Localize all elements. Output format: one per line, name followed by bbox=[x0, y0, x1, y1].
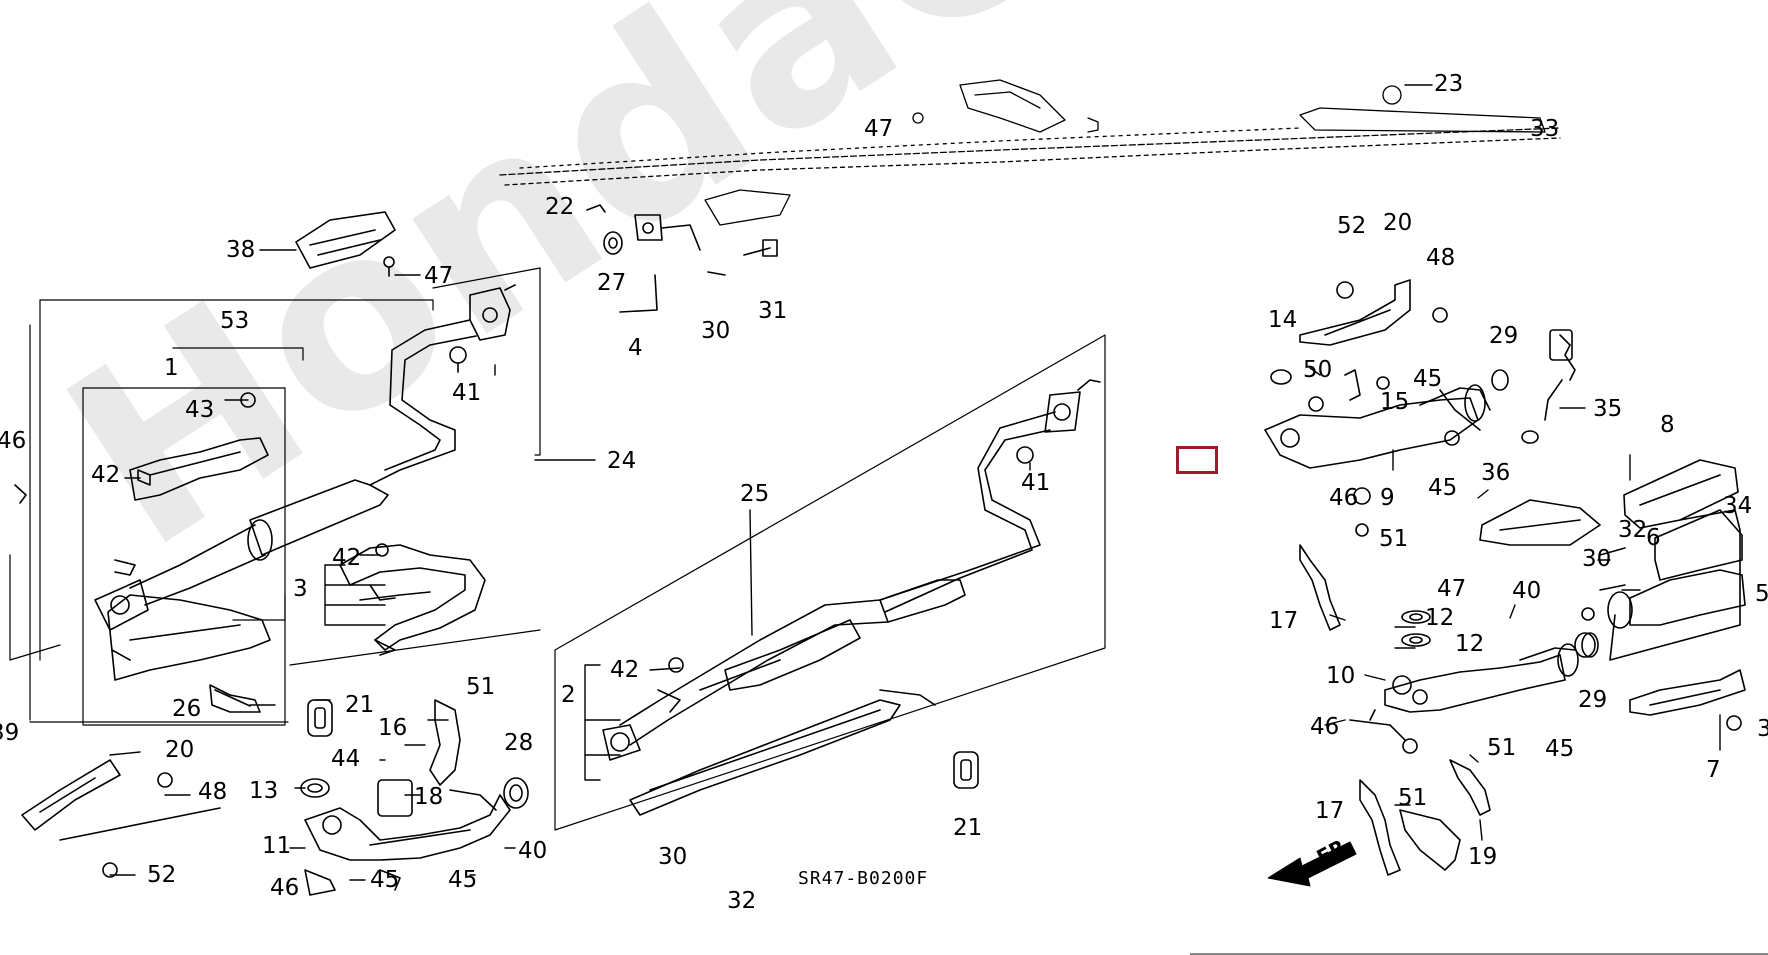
callout-label: 31 bbox=[758, 298, 788, 324]
callout-label: 45 bbox=[448, 867, 478, 893]
callout-label: 30 bbox=[658, 844, 688, 870]
callout-label: 7 bbox=[1706, 757, 1721, 783]
callout-label: 38 bbox=[226, 237, 256, 263]
middle-top-small-parts bbox=[586, 204, 778, 313]
callout-label: 52 bbox=[147, 862, 177, 888]
callout-label: 21 bbox=[345, 692, 375, 718]
callout-label: 20 bbox=[1383, 210, 1413, 236]
callout-label: 50 bbox=[1303, 357, 1333, 383]
callout-label: 46 bbox=[270, 875, 300, 901]
callout-label: 46 bbox=[0, 428, 27, 454]
callout-label: 4 bbox=[628, 335, 643, 361]
callout-label: 42 bbox=[91, 462, 121, 488]
callout-label: 44 bbox=[331, 746, 361, 772]
callout-label: 40 bbox=[1512, 578, 1542, 604]
heat-shield-38 bbox=[295, 211, 396, 277]
callout-label: 52 bbox=[1337, 213, 1367, 239]
callout-label: 47 bbox=[864, 116, 894, 142]
callout-label: 39 bbox=[0, 720, 20, 746]
callout-label: 30 bbox=[701, 318, 731, 344]
callout-label: 36 bbox=[1481, 460, 1511, 486]
callout-label: 17 bbox=[1269, 608, 1299, 634]
callout-label: 45 bbox=[370, 867, 400, 893]
callout-label: 17 bbox=[1315, 798, 1345, 824]
callout-label: 3 bbox=[293, 576, 308, 602]
callout-label: 42 bbox=[610, 657, 640, 683]
callout-label: 24 bbox=[607, 448, 637, 474]
callout-label: 3 bbox=[1757, 716, 1768, 742]
callout-label: 12 bbox=[1425, 605, 1455, 631]
callout-label: 51 bbox=[1379, 526, 1409, 552]
callout-label: 10 bbox=[1326, 663, 1356, 689]
callout-label: 11 bbox=[262, 833, 292, 859]
fr-arrow-shape bbox=[1267, 841, 1357, 887]
callout-label: 43 bbox=[185, 397, 215, 423]
leader-lines bbox=[109, 84, 1721, 881]
left-muffler-pipe bbox=[94, 284, 516, 631]
callout-label: 32 bbox=[1618, 517, 1648, 543]
callout-label: 15 bbox=[1380, 389, 1410, 415]
callout-label: 1 bbox=[164, 355, 179, 381]
callout-label: 8 bbox=[1660, 412, 1675, 438]
callout-label: 30 bbox=[1582, 546, 1612, 572]
callout-label: 22 bbox=[545, 194, 575, 220]
left-front-pipe-11 bbox=[300, 699, 529, 896]
callout-label: 47 bbox=[424, 263, 454, 289]
middle-muffler-pipe bbox=[554, 334, 1106, 831]
callout-label: 41 bbox=[1021, 470, 1051, 496]
callout-label: 19 bbox=[1468, 844, 1498, 870]
clamp-set-3 bbox=[339, 543, 486, 656]
callout-label: 29 bbox=[1489, 323, 1519, 349]
callout-label: 32 bbox=[727, 888, 757, 914]
callout-label: 13 bbox=[249, 778, 279, 804]
callout-label: 34 bbox=[1723, 493, 1753, 519]
callout-label: 6 bbox=[1646, 525, 1661, 551]
callout-label: 16 bbox=[378, 715, 408, 741]
callout-label: 40 bbox=[518, 838, 548, 864]
callout-label: 21 bbox=[953, 815, 983, 841]
selection-box[interactable] bbox=[1176, 446, 1218, 474]
diagram-code: SR47-B0200F bbox=[798, 868, 929, 889]
callout-label: 27 bbox=[597, 270, 627, 296]
callout-label: 45 bbox=[1413, 366, 1443, 392]
callout-label: 51 bbox=[1398, 785, 1428, 811]
right-assembly bbox=[1264, 279, 1746, 876]
callout-label: 28 bbox=[504, 730, 534, 756]
callout-label: 23 bbox=[1434, 71, 1464, 97]
callout-label: 35 bbox=[1593, 396, 1623, 422]
callout-label: 5 bbox=[1755, 581, 1768, 607]
callout-label: 14 bbox=[1268, 307, 1298, 333]
callout-label: 25 bbox=[740, 481, 770, 507]
callout-label: 45 bbox=[1428, 475, 1458, 501]
top-exhaust-assembly bbox=[499, 79, 1561, 226]
rubber-hangers bbox=[307, 699, 979, 789]
left-bracket-20 bbox=[21, 759, 221, 878]
callout-label: 20 bbox=[165, 737, 195, 763]
callout-label: 41 bbox=[452, 380, 482, 406]
callout-label: 48 bbox=[198, 779, 228, 805]
callout-label: 2 bbox=[561, 682, 576, 708]
callout-label: 53 bbox=[220, 308, 250, 334]
callout-label: 47 bbox=[1437, 576, 1467, 602]
callout-label: 9 bbox=[1380, 485, 1395, 511]
callout-label: 12 bbox=[1455, 631, 1485, 657]
callout-label: 42 bbox=[332, 545, 362, 571]
callout-label: 51 bbox=[1487, 735, 1517, 761]
callout-label: 46 bbox=[1329, 485, 1359, 511]
callout-label: 33 bbox=[1530, 116, 1560, 142]
callout-label: 46 bbox=[1310, 714, 1340, 740]
bottom-divider bbox=[1190, 953, 1768, 955]
callout-label: 18 bbox=[414, 784, 444, 810]
left-heat-shields bbox=[14, 392, 271, 713]
callout-label: 26 bbox=[172, 696, 202, 722]
callout-label: 29 bbox=[1578, 687, 1608, 713]
callout-label: 48 bbox=[1426, 245, 1456, 271]
left-assembly-brackets bbox=[9, 267, 541, 726]
callout-label: 45 bbox=[1545, 736, 1575, 762]
callout-label: 51 bbox=[466, 674, 496, 700]
